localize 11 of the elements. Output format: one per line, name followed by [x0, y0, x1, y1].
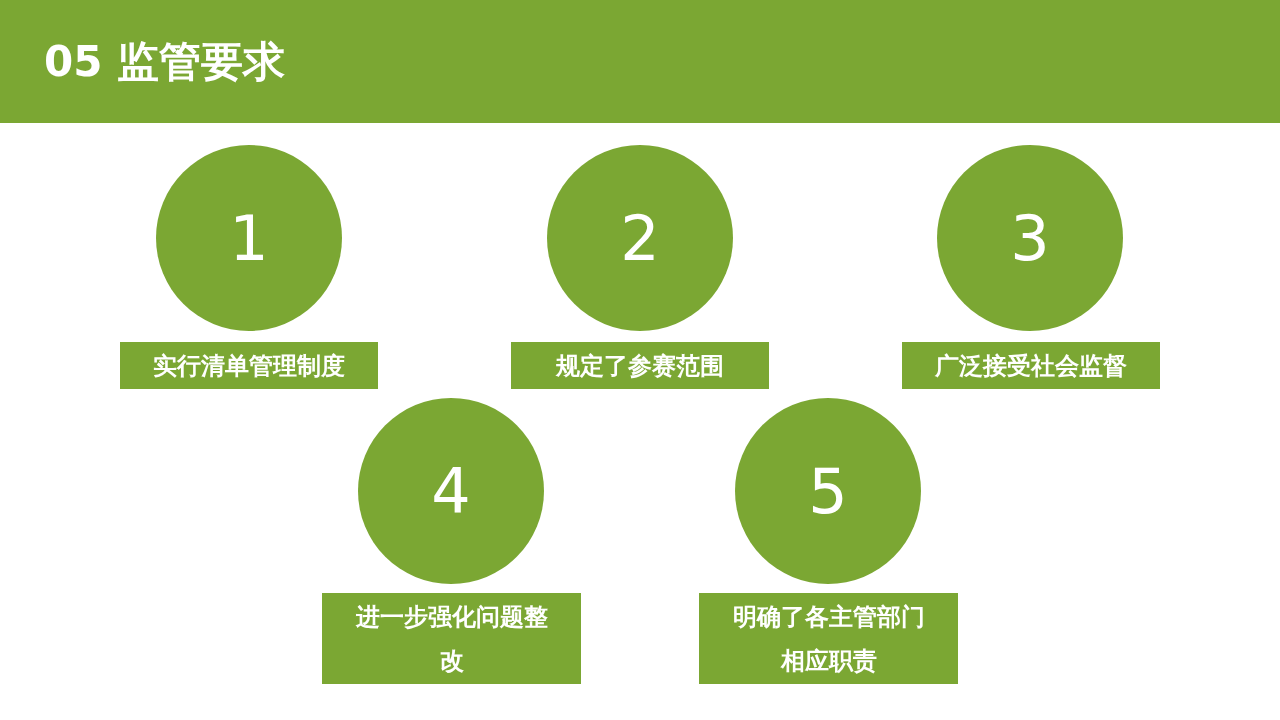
label-box: 进一步强化问题整改: [322, 593, 581, 684]
label-box: 规定了参赛范围: [511, 342, 769, 389]
title: 05 监管要求: [44, 36, 286, 88]
number-circle: 1: [156, 145, 342, 331]
number-circle: 2: [547, 145, 733, 331]
label-box: 广泛接受社会监督: [902, 342, 1160, 389]
number-circle: 5: [735, 398, 921, 584]
number-circle: 3: [937, 145, 1123, 331]
label-box: 明确了各主管部门相应职责: [699, 593, 958, 684]
label-box: 实行清单管理制度: [120, 342, 378, 389]
number-circle: 4: [358, 398, 544, 584]
